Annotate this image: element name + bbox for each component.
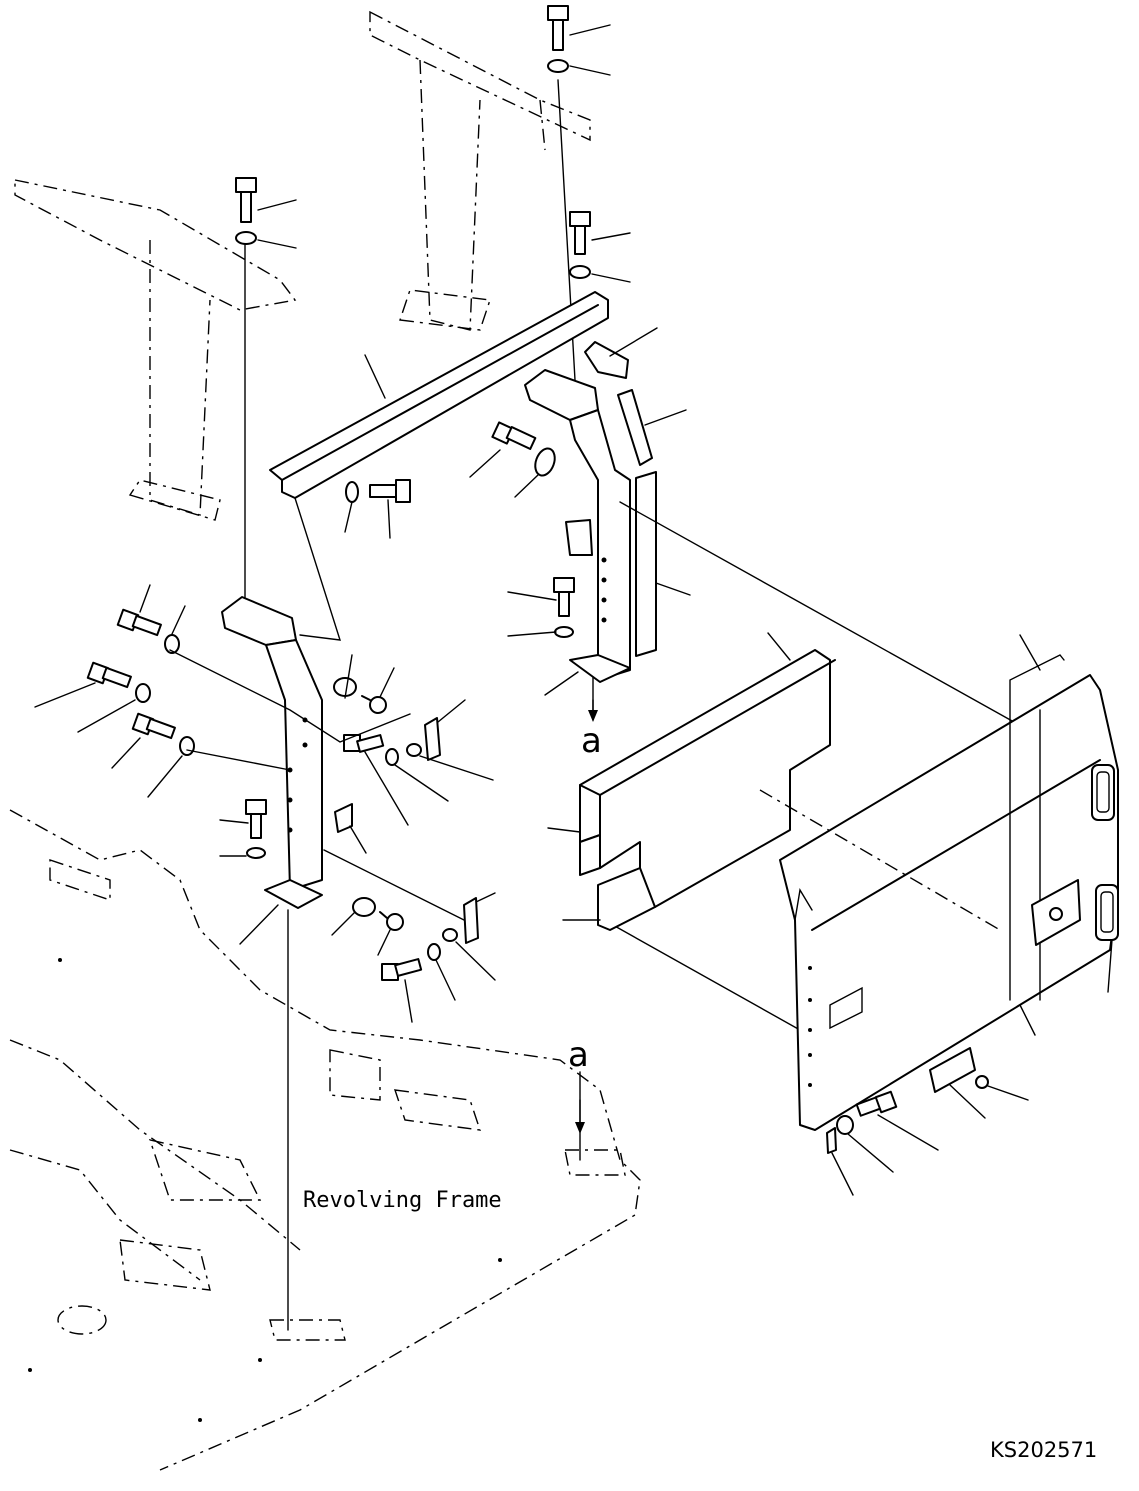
bracket-clip-5: [442, 928, 496, 981]
washer-right-mid: [514, 447, 556, 498]
handle-lower: [1095, 884, 1119, 993]
bolt-left-3: [111, 712, 176, 769]
bolt-right-upper: [569, 211, 631, 255]
washer-right-upper: [569, 265, 631, 283]
nut-left-lower: [331, 897, 376, 936]
clip-panel: [826, 1127, 854, 1196]
bracket-clip-1: [424, 699, 466, 761]
bracket-clip-4: [463, 892, 496, 944]
washer-top-center: [547, 59, 611, 76]
seal-strip-1: [584, 327, 658, 379]
stud-left-upper: [361, 667, 395, 714]
upper-phantom-frame: [369, 10, 591, 331]
washer-left-2: [77, 683, 151, 733]
latch-plate: [929, 1047, 986, 1119]
view-label-upper: a: [581, 721, 602, 761]
revolving-frame: [9, 809, 641, 1471]
drawing-code: KS202571: [990, 1438, 1097, 1462]
washer-left-1: [164, 605, 186, 654]
washer-panel: [836, 1115, 894, 1173]
seal-strip-2: [617, 389, 687, 466]
washer-right-lower: [507, 626, 574, 638]
left-phantom-frame: [14, 179, 297, 521]
insulation-pad: [547, 632, 836, 931]
bolt-left-4: [219, 799, 267, 839]
bolt-left-1: [116, 584, 162, 637]
frame-label: Revolving Frame: [303, 1188, 502, 1213]
washer-left-4: [219, 847, 266, 859]
view-marker-lower: a: [568, 1035, 589, 1134]
seal-strip-3: [635, 471, 691, 657]
washer-clip-2: [427, 943, 456, 1001]
washer-left-upper: [235, 231, 297, 249]
cover-panel: [759, 634, 1119, 1131]
bolt-clip-1: [343, 734, 409, 826]
bracket-clip-2: [406, 743, 494, 781]
bolt-left-upper: [235, 177, 297, 223]
bracket-clip-3: [334, 803, 367, 854]
bolt-panel: [855, 1090, 939, 1151]
left-post: [221, 596, 323, 909]
cross-beam: [269, 291, 609, 499]
lock-plate: [1031, 879, 1081, 946]
view-label-lower: a: [568, 1035, 589, 1075]
beam-washer: [344, 481, 359, 533]
washer-clip-1: [385, 748, 449, 802]
view-marker-upper: a: [581, 699, 602, 761]
bolt-clip-2: [381, 958, 423, 1023]
right-post: [524, 369, 631, 683]
spring-washer: [975, 1075, 1029, 1101]
bolt-right-mid: [469, 421, 537, 478]
washer-left-3: [147, 736, 195, 798]
bolt-right-lower: [507, 577, 575, 617]
nut-left-upper: [333, 654, 357, 699]
bolt-left-2: [34, 661, 132, 708]
beam-bolt: [369, 479, 411, 539]
bolt-top-center: [547, 5, 611, 51]
stud-left-lower: [377, 911, 404, 956]
handle-upper: [1091, 764, 1115, 821]
